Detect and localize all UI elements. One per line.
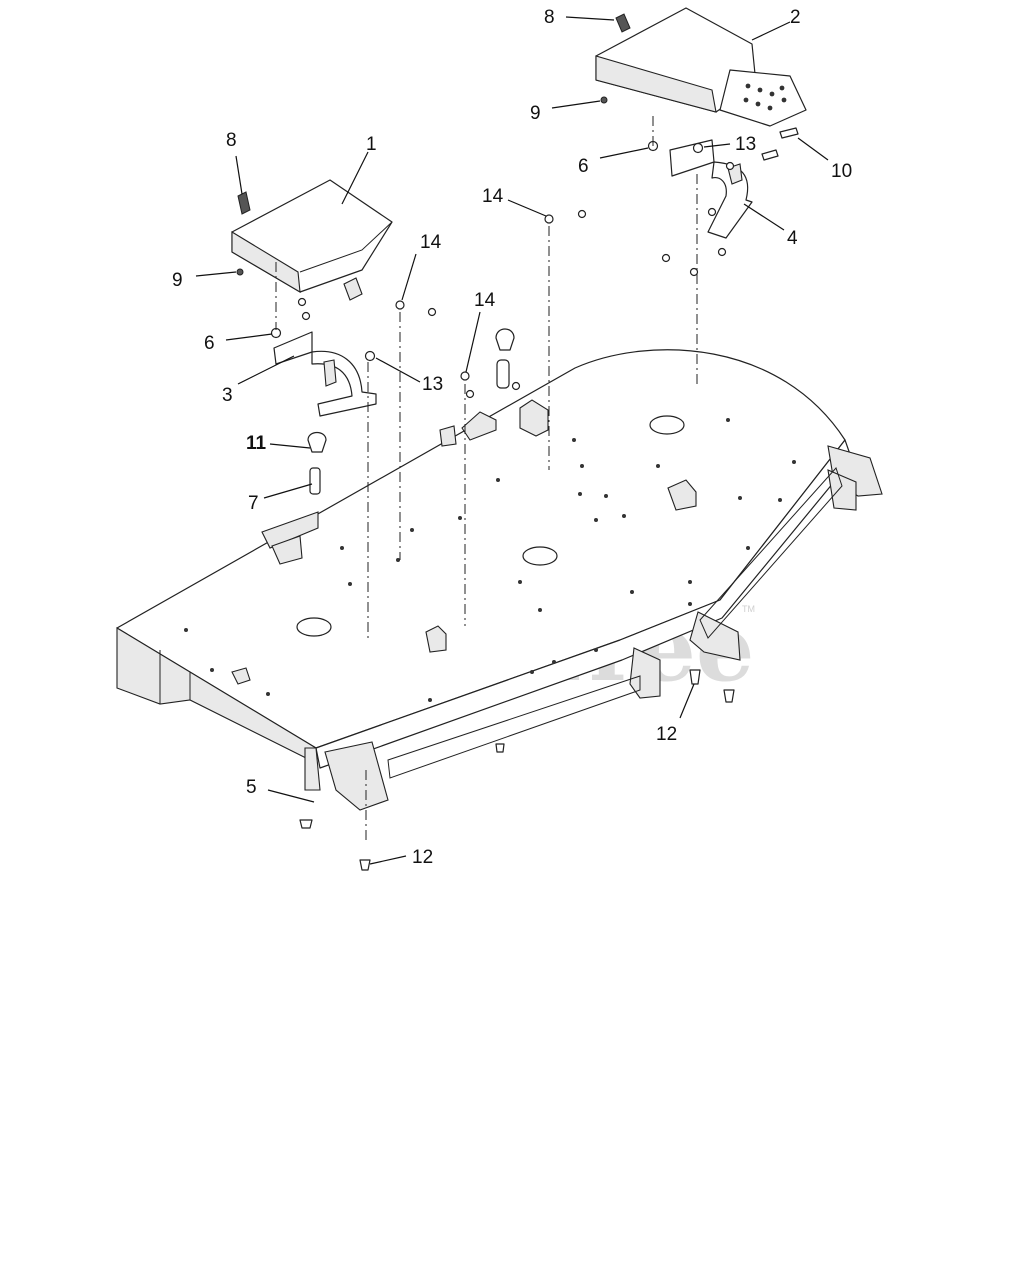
callout-6-left: 6 <box>204 333 215 354</box>
watermark-trademark: TM <box>742 604 755 614</box>
callout-13-left: 13 <box>422 374 443 395</box>
callout-13-top: 13 <box>735 134 756 155</box>
callout-14-lower: 14 <box>474 290 496 311</box>
callout-3: 3 <box>222 385 233 406</box>
callout-5: 5 <box>246 777 257 798</box>
callout-14-mid: 14 <box>420 232 442 253</box>
callout-7: 7 <box>248 493 259 514</box>
callout-11: 11 <box>246 433 267 454</box>
callout-4: 4 <box>787 228 798 249</box>
callout-9-top: 9 <box>530 103 541 124</box>
hardware <box>236 96 799 871</box>
callout-12-right: 12 <box>656 724 677 745</box>
callout-6-top: 6 <box>578 156 589 177</box>
belt-cover-left <box>231 179 393 301</box>
callout-14-top: 14 <box>482 186 504 207</box>
alignment-lines <box>275 116 698 840</box>
callout-9-left: 9 <box>172 270 183 291</box>
mower-deck <box>116 349 883 811</box>
callout-8-top: 8 <box>544 7 555 28</box>
callout-labels: 8 2 9 6 13 10 4 14 8 1 9 14 14 6 3 13 11… <box>172 7 852 868</box>
deck-holes <box>184 418 796 702</box>
bracket-left <box>273 331 377 417</box>
callout-10: 10 <box>831 161 852 182</box>
vent-holes <box>743 83 787 111</box>
leader-lines <box>195 16 829 865</box>
callout-12-bottom: 12 <box>412 847 433 868</box>
callout-2: 2 <box>790 7 801 28</box>
callout-8-left: 8 <box>226 130 237 151</box>
callout-1: 1 <box>366 134 377 155</box>
belt-cover-right <box>595 7 807 127</box>
